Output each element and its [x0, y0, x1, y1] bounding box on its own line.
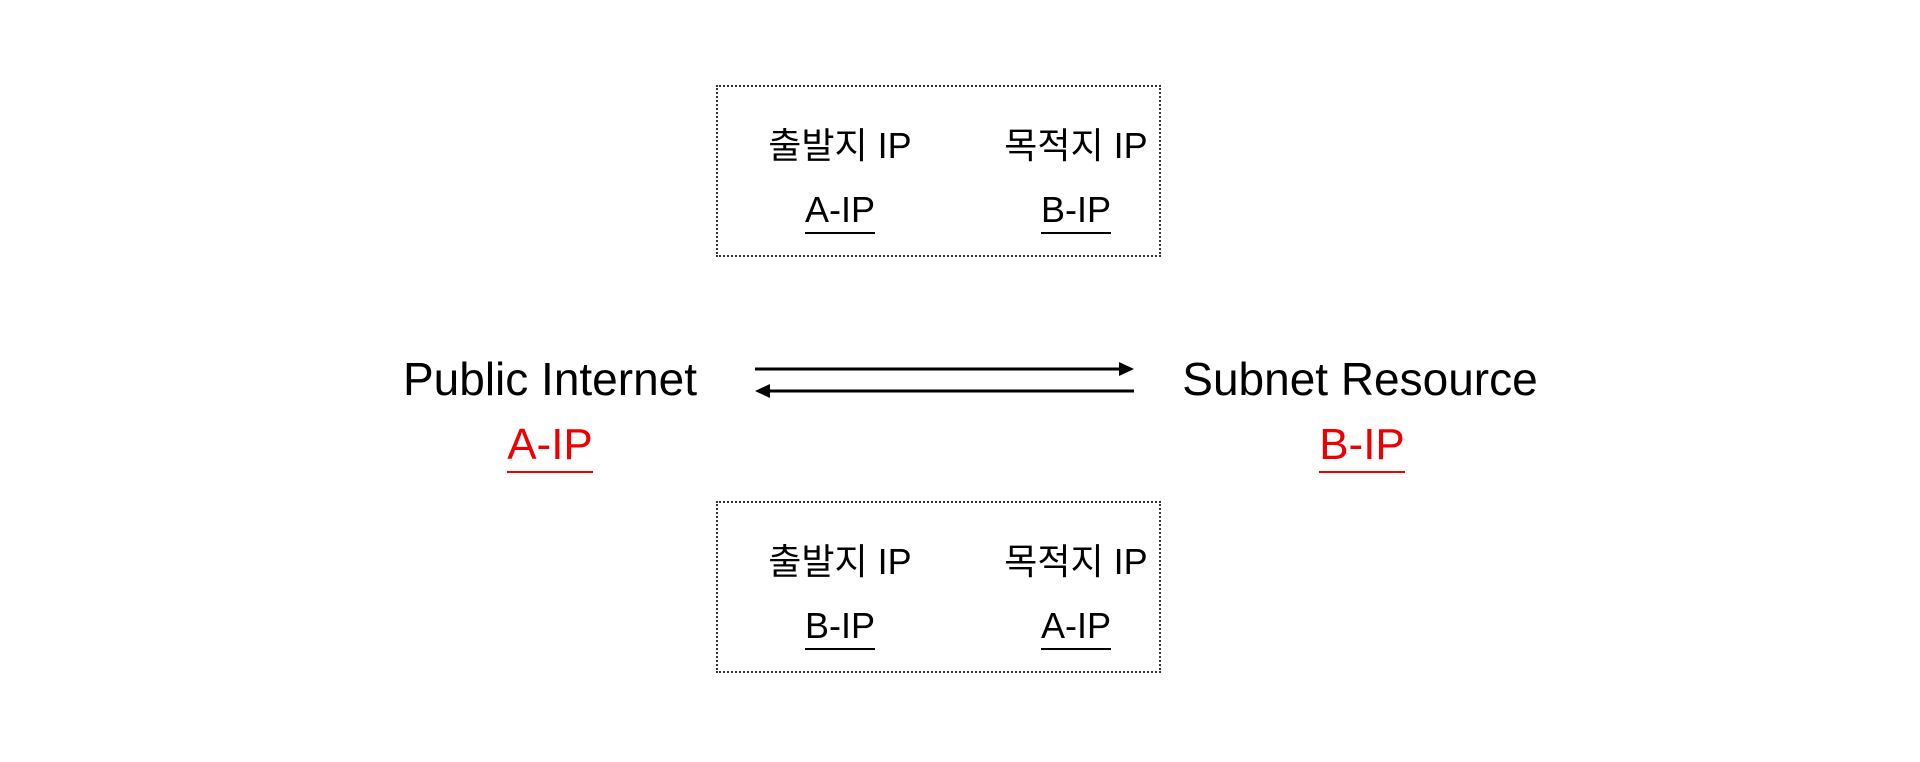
subnet-resource-label: Subnet Resource: [1182, 353, 1538, 405]
response-arrow: [755, 384, 1134, 398]
destination-ip-value: A-IP: [976, 605, 1176, 650]
destination-ip-value: B-IP: [976, 189, 1176, 234]
destination-ip-header: 목적지 IP: [1004, 541, 1148, 582]
source-ip-header: 출발지 IP: [768, 541, 912, 582]
public-internet-ip: A-IP: [480, 420, 620, 473]
source-ip-header: 출발지 IP: [768, 125, 912, 166]
request-packet-box: 출발지 IP 목적지 IP A-IP B-IP: [716, 85, 1161, 257]
source-ip-value: A-IP: [740, 189, 940, 234]
source-ip-value: B-IP: [740, 605, 940, 650]
public-internet-label: Public Internet: [402, 353, 698, 405]
request-arrow: [755, 362, 1134, 376]
subnet-resource-ip: B-IP: [1292, 420, 1432, 473]
destination-ip-header: 목적지 IP: [1004, 125, 1148, 166]
response-packet-box: 출발지 IP 목적지 IP B-IP A-IP: [716, 501, 1161, 673]
